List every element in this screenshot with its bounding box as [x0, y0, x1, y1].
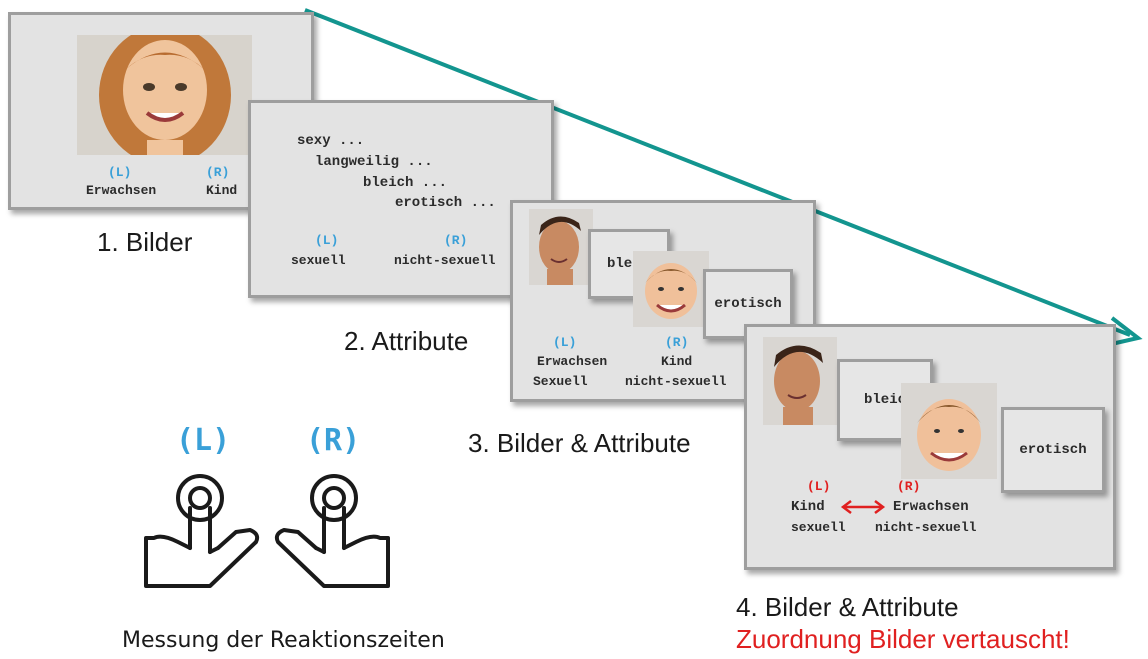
key-left-label: (L) — [807, 479, 831, 494]
hand-right-key: (R) — [306, 423, 361, 458]
right-category: nicht-sexuell — [875, 520, 977, 535]
hands-caption: Messung der Reaktionszeiten — [122, 628, 445, 653]
key-right-label: (R) — [665, 335, 689, 350]
key-left-label: (L) — [108, 165, 132, 180]
attribute-card: erotisch — [1001, 407, 1105, 493]
right-category: nicht-sexuell — [394, 253, 496, 268]
left-category: Kind — [791, 499, 825, 515]
child-boy-photo — [901, 383, 997, 479]
right-category: Kind — [206, 183, 238, 198]
left-category: sexuell — [291, 253, 346, 268]
adult-man-photo — [529, 209, 593, 285]
key-left-label: (L) — [315, 233, 339, 248]
attribute-word: erotisch ... — [395, 195, 496, 211]
pointing-hand-right-icon — [274, 474, 390, 588]
attribute-word: sexy ... — [297, 133, 365, 149]
right-category: nicht-sexuell — [625, 374, 727, 389]
right-category: Erwachsen — [893, 499, 969, 515]
hand-left-key: (L) — [176, 423, 231, 458]
right-category: Kind — [661, 354, 693, 369]
adult-man-photo — [763, 337, 837, 425]
pointing-hand-left-icon — [144, 474, 260, 588]
key-right-label: (R) — [444, 233, 468, 248]
key-left-label: (L) — [553, 335, 577, 350]
caption-step-4-warning: Zuordnung Bilder vertauscht! — [736, 624, 1070, 654]
caption-step-3: 3. Bilder & Attribute — [468, 428, 691, 458]
left-category: Erwachsen — [86, 183, 157, 198]
left-category: Sexuell — [533, 374, 588, 389]
caption-step-1: 1. Bilder — [97, 227, 193, 257]
key-right-label: (R) — [206, 165, 230, 180]
key-right-label: (R) — [897, 479, 921, 494]
caption-step-2: 2. Attribute — [344, 326, 469, 356]
swap-arrow-icon — [840, 500, 886, 514]
left-category: Erwachsen — [537, 354, 608, 369]
left-category: sexuell — [791, 520, 846, 535]
panel-attribute: sexy ... langweilig ... bleich ... eroti… — [248, 100, 554, 298]
attribute-word: bleich ... — [363, 175, 448, 191]
attribute-card-text: erotisch — [714, 296, 782, 312]
caption-step-4: 4. Bilder & Attribute — [736, 592, 959, 622]
child-boy-photo — [633, 251, 709, 327]
child-girl-photo — [77, 35, 252, 155]
attribute-word: langweilig ... — [315, 154, 433, 170]
attribute-card-text: erotisch — [1019, 442, 1087, 458]
panel-bilder-attribute-vertauscht: bleich erotisch (L) (R) Kind Erwachsen s… — [744, 324, 1116, 570]
